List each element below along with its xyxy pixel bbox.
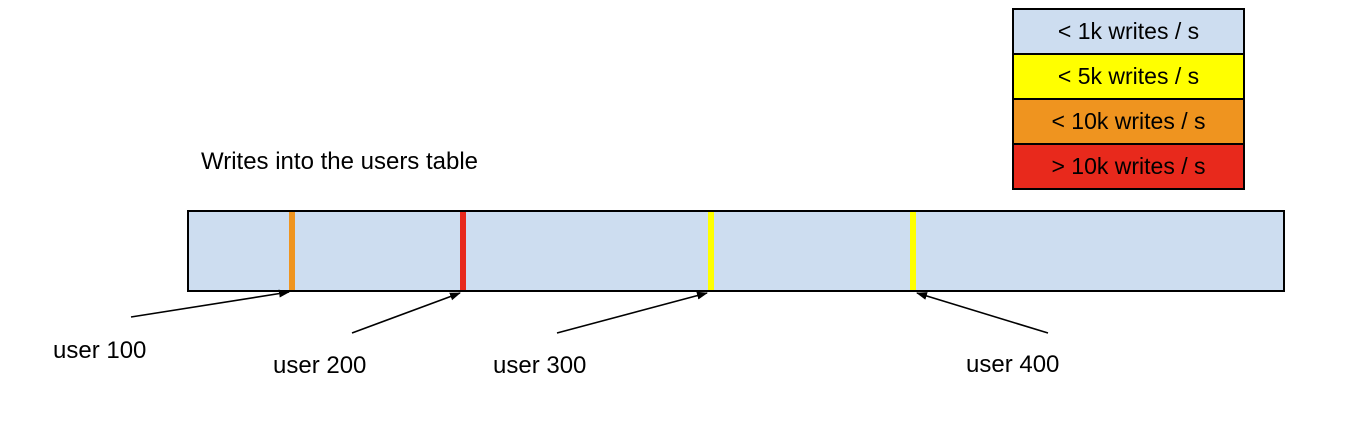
write-hotspot-user-300: [708, 212, 714, 290]
arrow-user-400: [916, 292, 1049, 334]
legend-item-label: < 1k writes / s: [1057, 18, 1200, 44]
label-user-400: user 400: [966, 351, 1060, 378]
arrow-user-100: [130, 289, 290, 318]
write-hotspot-user-200: [460, 212, 466, 290]
users-table-bar: [187, 210, 1285, 292]
arrow-user-200: [351, 292, 461, 334]
legend: < 1k writes / s < 5k writes / s < 10k wr…: [1012, 8, 1245, 190]
legend-item-label: > 10k writes / s: [1051, 153, 1206, 179]
label-user-200: user 200: [273, 352, 367, 379]
label-user-300: user 300: [493, 352, 587, 379]
diagram-title: Writes into the users table: [201, 148, 479, 175]
legend-item-gt-10k: > 10k writes / s: [1014, 145, 1243, 188]
label-user-100: user 100: [53, 337, 147, 364]
write-hotspot-user-100: [289, 212, 295, 290]
write-hotspot-user-400: [910, 212, 916, 290]
legend-item-lt-10k: < 10k writes / s: [1014, 100, 1243, 145]
arrow-user-300: [556, 291, 708, 334]
legend-item-lt-1k: < 1k writes / s: [1014, 10, 1243, 55]
legend-item-label: < 5k writes / s: [1057, 63, 1200, 89]
legend-item-label: < 10k writes / s: [1051, 108, 1206, 134]
legend-item-lt-5k: < 5k writes / s: [1014, 55, 1243, 100]
